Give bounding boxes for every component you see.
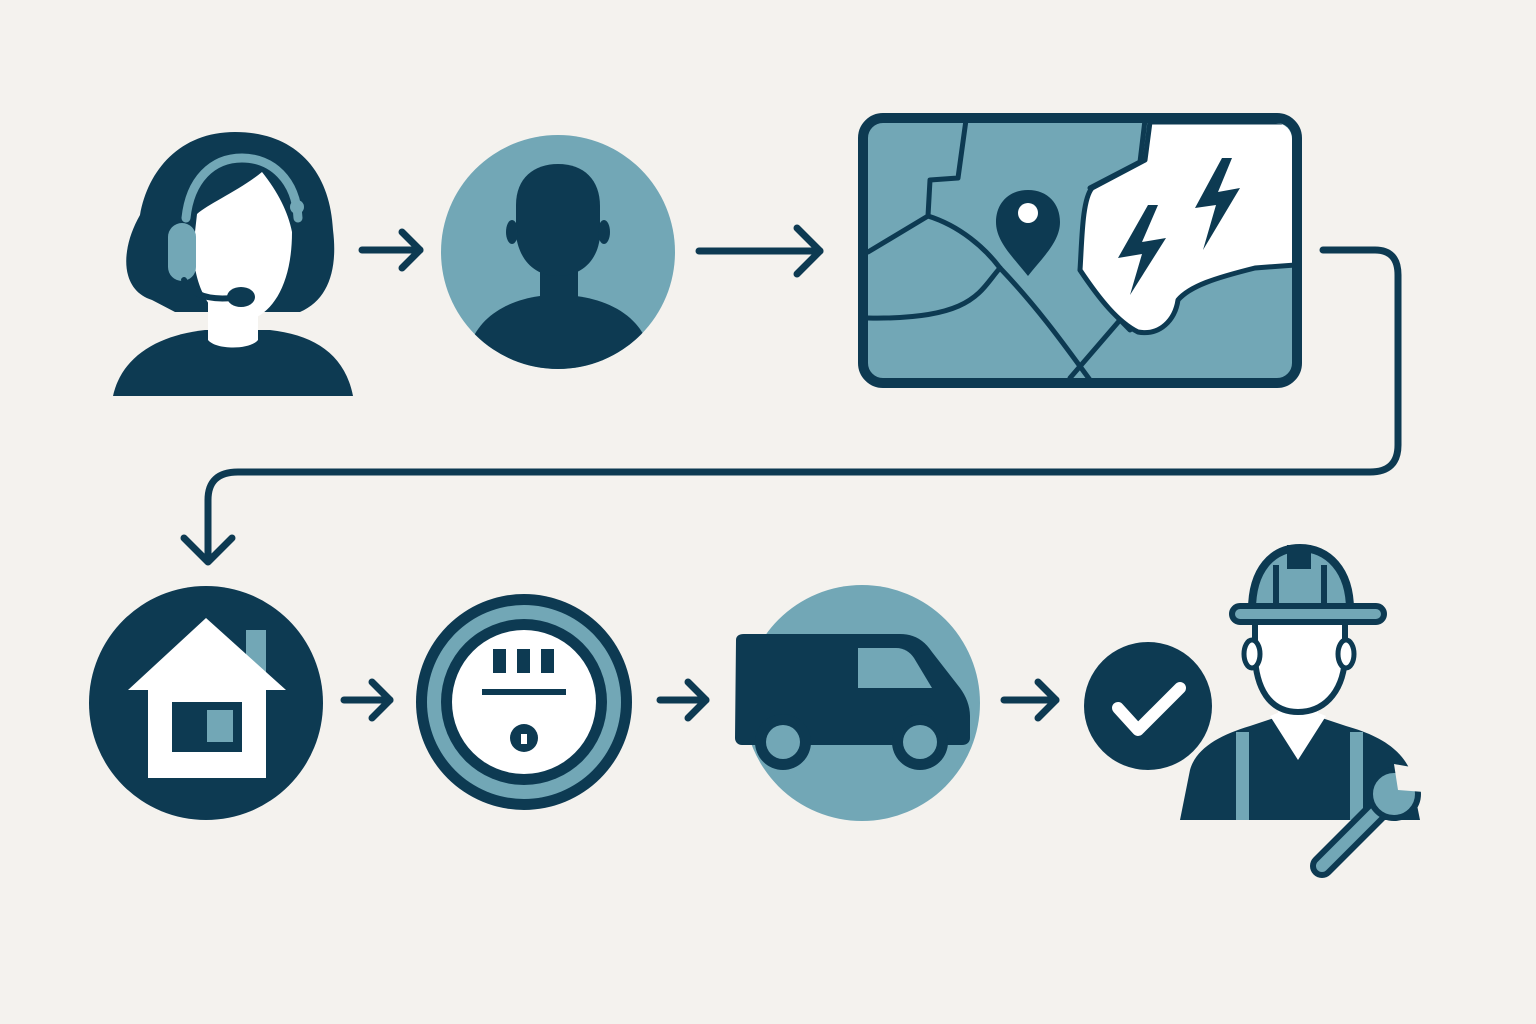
outage-map-icon bbox=[858, 113, 1302, 388]
flow-arrow-2 bbox=[695, 224, 824, 278]
house-icon bbox=[89, 586, 323, 820]
van-icon bbox=[735, 585, 980, 821]
flow-connector-row-wrap bbox=[204, 246, 1402, 564]
flow-arrow-1 bbox=[358, 228, 424, 272]
wrench-icon bbox=[1310, 764, 1428, 878]
flow-connector-arrowhead bbox=[180, 534, 236, 566]
checkmark-icon bbox=[1084, 642, 1212, 770]
headset-agent-icon bbox=[113, 132, 353, 396]
person-silhouette-icon bbox=[441, 135, 675, 369]
flow-arrow-5 bbox=[1000, 678, 1060, 722]
flow-arrow-3 bbox=[340, 678, 394, 722]
flow-arrow-4 bbox=[656, 678, 710, 722]
electric-meter-icon bbox=[416, 594, 632, 810]
technician-icon bbox=[1180, 543, 1428, 878]
